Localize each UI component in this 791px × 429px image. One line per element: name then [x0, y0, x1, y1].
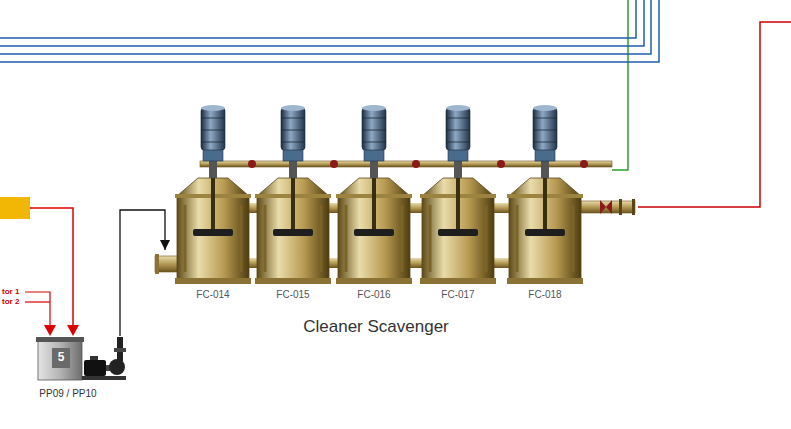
flotation-cell — [255, 105, 331, 284]
motor-tag: tor 2 — [2, 298, 19, 307]
tank-node: FC-016 — [334, 250, 414, 302]
outlet-flange — [632, 199, 635, 215]
signal-line — [0, 0, 636, 38]
tank-node: FC-014 — [152, 250, 252, 302]
tank-tag: FC-018 — [528, 289, 561, 300]
outlet-valve — [600, 200, 612, 214]
feed-line — [612, 0, 628, 170]
signal-line — [0, 0, 644, 46]
valve — [248, 160, 256, 168]
pump-tag: PP09 / PP10 — [39, 388, 96, 399]
header-pipe — [200, 161, 612, 167]
valve — [497, 160, 505, 168]
valve — [330, 160, 338, 168]
flotation-cell — [175, 105, 251, 284]
pump-motor — [84, 360, 106, 376]
feed-wire — [30, 208, 73, 326]
outlet-pipe — [581, 201, 635, 213]
signal-line — [0, 0, 659, 62]
pump-motor-box — [90, 356, 98, 360]
tank-tag: FC-015 — [276, 289, 309, 300]
tank-node: FC-015 — [253, 250, 333, 302]
flotation-cell — [336, 105, 412, 284]
tank-tag: FC-017 — [441, 289, 474, 300]
pump-flange — [114, 348, 126, 352]
tank-tag: FC-016 — [357, 289, 390, 300]
cell-pipe — [492, 258, 511, 268]
inlet-flange — [155, 254, 159, 274]
motor-wire — [25, 301, 50, 302]
signal-line — [0, 0, 651, 54]
source-block — [0, 197, 30, 219]
pipe-connector — [120, 210, 165, 336]
motor-wire — [25, 292, 50, 326]
arrow-head — [67, 325, 79, 336]
pump-volute — [109, 359, 125, 375]
pump-node: 5PP09 / PP10 — [35, 336, 135, 400]
pump-number: 5 — [58, 351, 65, 364]
pump-base — [82, 376, 126, 380]
pump-box — [38, 340, 82, 380]
flotation-cell — [507, 105, 583, 284]
tailings-line — [638, 22, 791, 207]
cell-pipe — [492, 203, 511, 213]
outlet-flange — [619, 199, 622, 215]
flotation-cell — [420, 105, 496, 284]
motor-tag: tor 1 — [2, 288, 19, 297]
group-title: Cleaner Scavenger — [303, 318, 449, 337]
valve — [412, 160, 420, 168]
pump-box-rim — [36, 337, 84, 342]
pump-box-inset — [52, 348, 70, 368]
tank-tag: FC-014 — [196, 289, 229, 300]
valve — [580, 160, 588, 168]
tank-node: FC-018 — [505, 250, 585, 302]
tank-node: FC-017 — [418, 250, 498, 302]
arrow-head — [44, 325, 56, 336]
